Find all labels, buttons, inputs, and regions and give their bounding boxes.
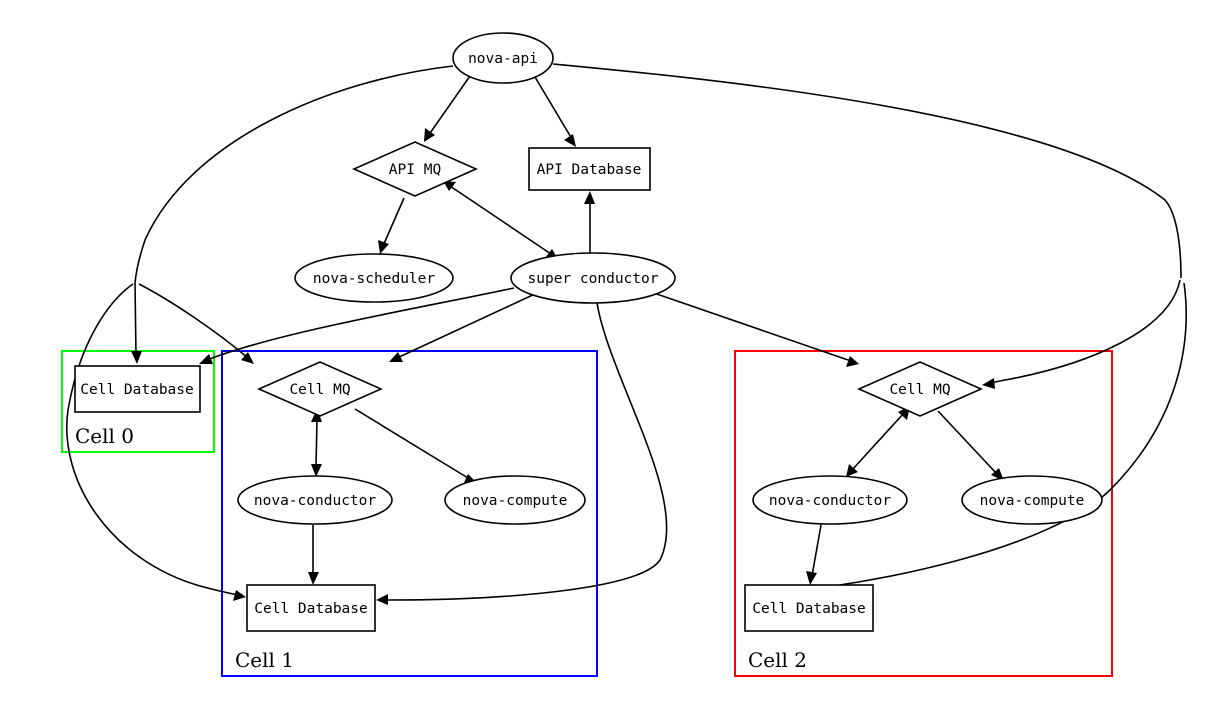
cell1-label: Cell 1 [235,648,294,672]
api-database-box[interactable] [528,147,651,191]
edge-cell1-nova-conductor-to-database [308,525,319,585]
cell2-nova-compute-label: nova-compute [980,493,1085,509]
cell0-label: Cell 0 [75,424,134,448]
edge-nova-api-to-cell1-database [66,283,246,601]
cell2-nova-conductor-label: nova-conductor [769,493,891,509]
node-super-conductor[interactable]: super conductor [510,252,676,304]
cell2-database-box[interactable] [744,584,874,632]
edge-nova-api-to-cell1-mq [138,283,254,364]
cell0-database-label: Cell Database [80,382,194,398]
cell2-mq-diamond[interactable] [857,361,983,417]
cluster-cell1: Cell 1 [221,350,598,677]
node-cell2-nova-conductor[interactable]: nova-conductor [752,475,908,525]
cell1-nova-conductor-ellipse[interactable] [237,475,393,525]
node-cell1-database[interactable]: Cell Database [246,584,376,632]
edge-nova-api-to-cell0-database [131,65,454,364]
node-api-mq[interactable]: API MQ [352,141,478,197]
cluster-cell2: Cell 2 [734,350,1113,677]
edge-nova-api-to-cell2-database [754,282,1187,600]
edge-cell2-mq-to-nova-compute [937,410,1004,481]
edge-super-conductor-to-cell1-mq [389,292,538,362]
node-cell2-mq[interactable]: Cell MQ [857,361,983,417]
node-cell2-database[interactable]: Cell Database [744,584,874,632]
node-api-database[interactable]: API Database [528,147,651,191]
edge-nova-api-to-cell2-mq [552,63,1182,389]
edge-nova-api-to-api-mq [424,75,471,142]
node-cell1-nova-compute[interactable]: nova-compute [444,475,586,525]
edge-super-conductor-to-cell2-mq [650,291,859,367]
edge-cell1-mq-to-nova-compute [354,408,476,485]
cell2-label: Cell 2 [748,648,807,672]
edge-nova-api-to-api-database [534,76,576,147]
edge-cell2-mq-to-nova-conductor [846,406,910,477]
node-nova-api[interactable]: nova-api [452,32,554,84]
node-cell1-mq[interactable]: Cell MQ [257,361,383,417]
cell2-nova-conductor-ellipse[interactable] [752,475,908,525]
nova-scheduler-ellipse[interactable] [294,253,454,303]
super-conductor-ellipse[interactable] [510,252,676,304]
cell0-database-box[interactable] [74,365,201,413]
cell1-mq-label: Cell MQ [289,382,350,398]
cell1-database-label: Cell Database [254,601,368,617]
super-conductor-label: super conductor [528,271,659,287]
cell1-boundary [221,350,598,677]
cell2-boundary [734,350,1113,677]
cell1-mq-diamond[interactable] [257,361,383,417]
node-layer: nova-api API MQ API Database nova-schedu… [74,32,1103,632]
edge-cell2-nova-conductor-to-database [806,524,822,585]
cell2-nova-compute-ellipse[interactable] [961,475,1103,525]
edge-api-mq-to-super-conductor [443,181,558,259]
node-cell2-nova-compute[interactable]: nova-compute [961,475,1103,525]
cell1-nova-conductor-label: nova-conductor [254,493,376,509]
edge-super-conductor-to-cell0-database [199,287,515,364]
cell1-nova-compute-ellipse[interactable] [444,475,586,525]
api-mq-diamond[interactable] [352,141,478,197]
cell2-mq-label: Cell MQ [889,382,950,398]
api-database-label: API Database [537,162,642,178]
api-mq-label: API MQ [389,162,441,178]
node-nova-scheduler[interactable]: nova-scheduler [294,253,454,303]
edge-layer [66,63,1187,605]
nova-api-label: nova-api [468,51,538,67]
node-cell0-database[interactable]: Cell Database [74,365,201,413]
cell2-database-label: Cell Database [752,601,866,617]
node-cell1-nova-conductor[interactable]: nova-conductor [237,475,393,525]
edge-api-mq-to-nova-scheduler [378,197,405,254]
edge-super-conductor-to-api-database [584,191,595,253]
edge-super-conductor-to-cell1-database [376,302,668,605]
nova-scheduler-label: nova-scheduler [313,271,435,287]
cell1-database-box[interactable] [246,584,376,632]
nova-api-ellipse[interactable] [452,32,554,84]
edge-cell1-mq-to-nova-conductor [311,409,322,477]
cell1-nova-compute-label: nova-compute [463,493,568,509]
